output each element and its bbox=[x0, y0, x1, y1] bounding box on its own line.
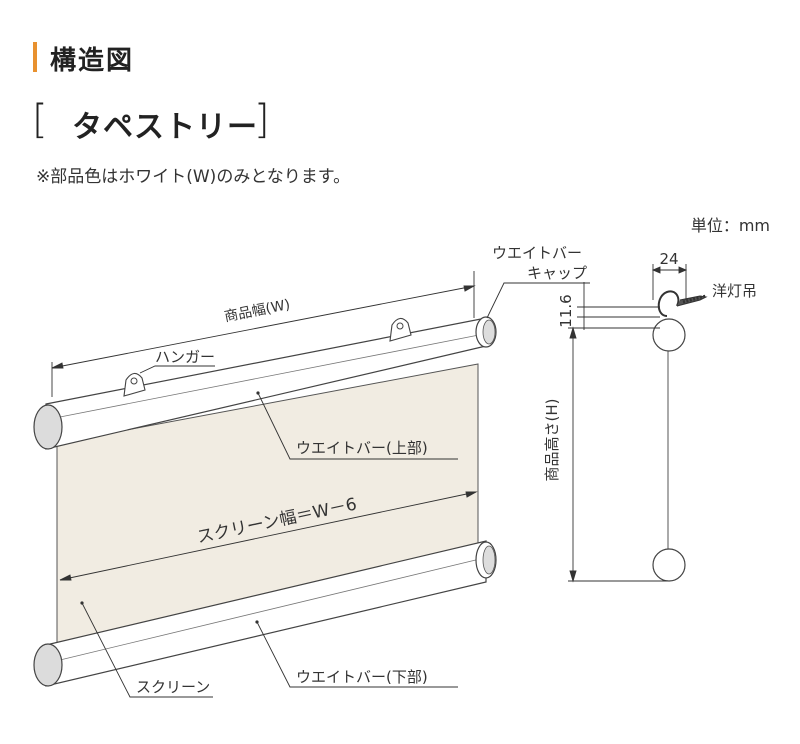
dimension-24 bbox=[651, 264, 688, 300]
dimension-24-label: 24 bbox=[659, 250, 678, 268]
subtitle: タペストリー bbox=[72, 110, 258, 145]
unit-label: 単位：mm bbox=[690, 216, 770, 235]
weight-bar-bottom bbox=[33, 540, 497, 687]
hanger-right bbox=[389, 317, 412, 342]
weight-bar-top-leader-line bbox=[257, 392, 458, 460]
bracket-close: ] bbox=[254, 97, 270, 143]
screen-width-dimension bbox=[59, 491, 478, 581]
product-height-dimension bbox=[568, 326, 668, 583]
western-hook-icon bbox=[657, 290, 680, 317]
weight-bar-top-cap bbox=[33, 404, 63, 450]
side-view bbox=[652, 290, 708, 582]
product-width-dimension bbox=[51, 271, 476, 397]
title-accent-bar bbox=[33, 42, 37, 72]
side-view-top-bar bbox=[652, 318, 686, 352]
product-width-label: 商品幅(W) bbox=[223, 297, 292, 325]
weight-bar-cap-label-line1: ウエイトバー bbox=[492, 244, 582, 262]
color-note: ※部品色はホワイト(W)のみとなります。 bbox=[36, 167, 351, 187]
weight-bar-bottom-leader-line bbox=[256, 621, 458, 688]
weight-bar-top bbox=[33, 316, 497, 450]
hanger-label: ハンガー bbox=[155, 348, 215, 366]
page-title: 構造図 bbox=[50, 46, 135, 76]
weight-bar-bottom-cap bbox=[33, 643, 63, 687]
western-hook-label: 洋灯吊 bbox=[712, 282, 757, 300]
side-view-bottom-bar bbox=[652, 548, 686, 582]
screen-leader-line bbox=[81, 602, 213, 698]
bracket-open: [ bbox=[32, 97, 48, 143]
weight-bar-bottom-label: ウエイトバー(下部) bbox=[296, 668, 428, 686]
dimension-11-6-label: 11.6 bbox=[557, 294, 575, 327]
weight-bar-top-label: ウエイトバー(上部) bbox=[296, 439, 428, 457]
screen-label: スクリーン bbox=[136, 678, 210, 696]
hanger-left bbox=[123, 372, 146, 397]
weight-bar-cap-label-line2: キャップ bbox=[527, 264, 587, 282]
product-height-label: 商品高さ(H) bbox=[543, 399, 561, 482]
cap-leader-line bbox=[486, 282, 590, 319]
dimension-11-6 bbox=[577, 282, 660, 330]
hanger-leader-line bbox=[139, 365, 215, 374]
